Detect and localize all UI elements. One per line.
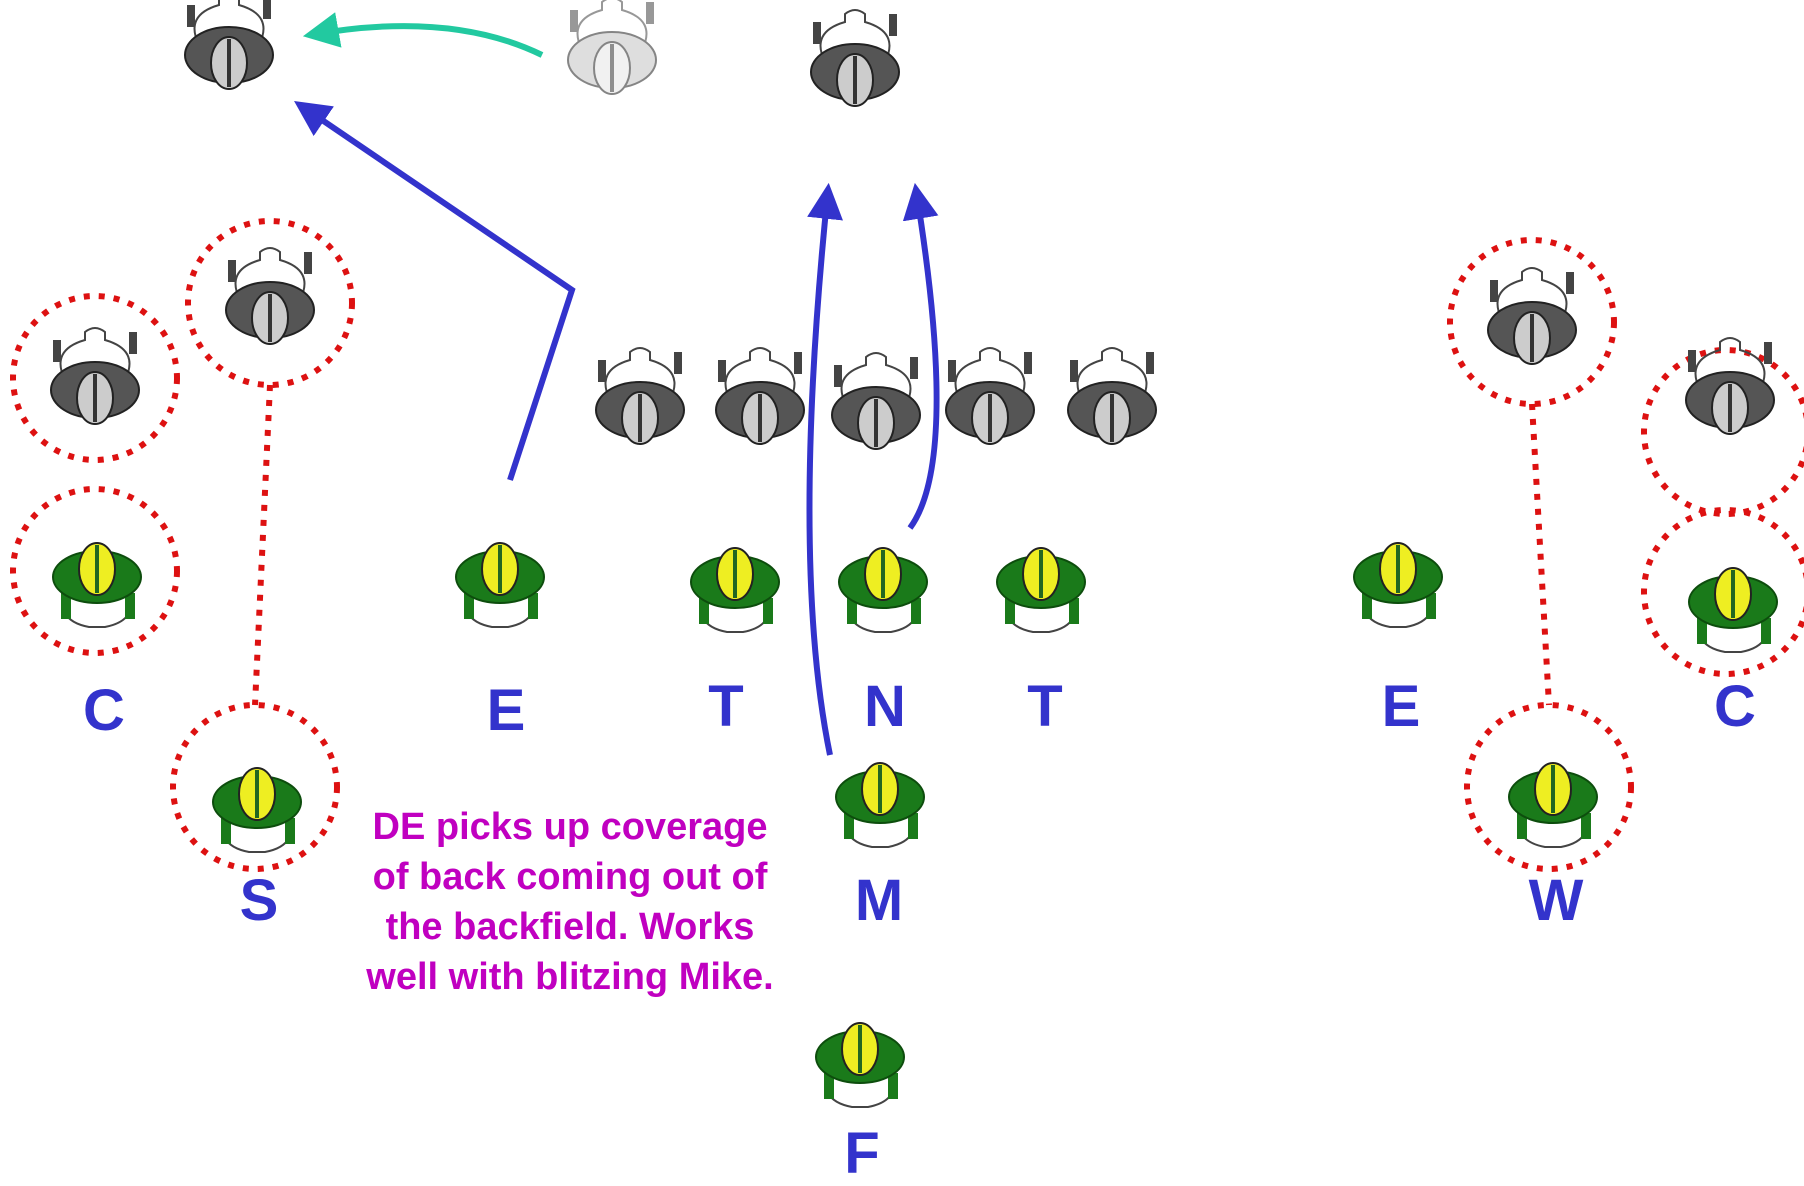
label-n: N <box>864 674 906 739</box>
players <box>50 0 1778 1108</box>
coverage-ring-s-offense <box>185 218 355 388</box>
routes <box>294 12 940 756</box>
label-w: W <box>1528 868 1584 933</box>
note-line: of back coming out of <box>372 856 768 898</box>
coverage-ring-c-right-defense <box>1641 507 1804 677</box>
label-e-right: E <box>1381 674 1421 739</box>
route-arrow-mike-blitz <box>806 182 843 756</box>
defensive-player-icon <box>1508 762 1598 848</box>
offensive-player-icon <box>715 347 805 445</box>
offensive-player-icon <box>810 9 900 107</box>
coaching-note: DE picks up coverage of back coming out … <box>330 802 810 1002</box>
coverage-link-s <box>252 384 273 706</box>
coverage-ring-c-left-offense <box>10 293 180 463</box>
offensive-player-icon <box>1067 347 1157 445</box>
offensive-player-icon <box>831 352 921 450</box>
defensive-player-icon <box>838 547 928 633</box>
label-e-left: E <box>486 678 526 743</box>
route-arrow-nose <box>902 182 940 530</box>
defensive-player-icon <box>1688 567 1778 653</box>
faded-player-icon <box>567 0 657 95</box>
offensive-player-icon <box>225 247 315 345</box>
coverage-rings <box>10 218 1804 872</box>
defensive-player-icon <box>52 542 142 628</box>
offensive-player-icon <box>595 347 685 445</box>
note-line: well with blitzing Mike. <box>366 956 774 998</box>
coverage-ring-w-defense <box>1464 702 1634 872</box>
defensive-player-icon <box>690 547 780 633</box>
offensive-player-icon <box>945 347 1035 445</box>
label-s: S <box>239 868 279 933</box>
defensive-player-icon <box>1353 542 1443 628</box>
defensive-player-icon <box>455 542 545 628</box>
defensive-player-icon <box>835 762 925 848</box>
coverage-link-w <box>1529 403 1552 706</box>
label-m: M <box>854 868 904 933</box>
defensive-player-icon <box>815 1022 905 1108</box>
label-t-right: T <box>1027 674 1063 739</box>
motion-arrow <box>302 12 544 58</box>
coverage-ring-c-right-offense <box>1641 347 1804 517</box>
label-c-left: C <box>83 678 125 743</box>
defensive-player-icon <box>212 767 302 853</box>
offensive-player-icon <box>50 327 140 425</box>
coverage-ring-w-offense <box>1447 237 1617 407</box>
defensive-player-icon <box>996 547 1086 633</box>
route-arrow-back <box>294 100 576 481</box>
note-line: DE picks up coverage <box>372 806 768 848</box>
label-c-right: C <box>1714 674 1756 739</box>
coverage-ring-c-left-defense <box>10 486 180 656</box>
offensive-player-icon <box>1685 337 1775 435</box>
offensive-player-icon <box>1487 267 1577 365</box>
offensive-player-icon <box>184 0 274 90</box>
coverage-ring-s-defense <box>170 702 340 872</box>
label-f: F <box>844 1121 880 1186</box>
note-line: the backfield. Works <box>385 906 755 948</box>
label-t-left: T <box>708 674 744 739</box>
